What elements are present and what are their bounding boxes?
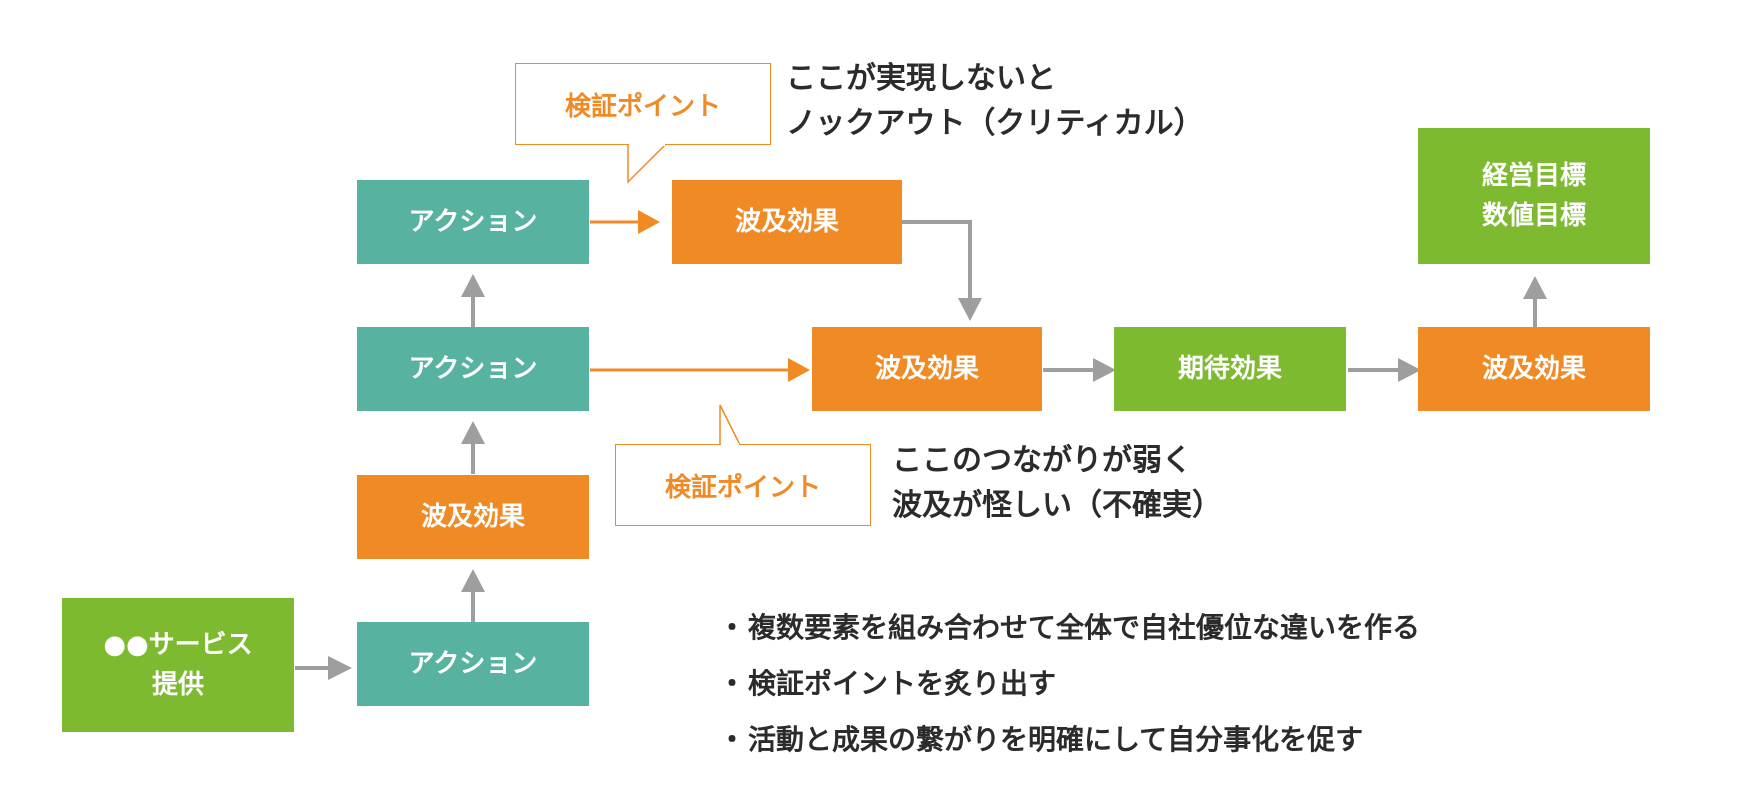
bullet-text: 複数要素を組み合わせて全体で自社優位な違いを作る [748, 611, 1421, 644]
bullet-text: 検証ポイントを炙り出す [748, 667, 1057, 700]
ripple-effect-box-left: 波及効果 [357, 475, 589, 559]
critical-note: ここが実現しないと ノックアウト（クリティカル） [786, 61, 1204, 141]
verification-point-callout-bottom: 検証ポイント [615, 444, 871, 526]
ripple-effect-box-right: 波及効果 [1418, 327, 1650, 411]
ripple-effect-box-center: 波及効果 [812, 327, 1042, 411]
bullet-item: ・活動と成果の繋がりを明確にして自分事化を促す [718, 712, 1420, 768]
gray-arrows [295, 220, 1547, 680]
bullet-marker: ・ [718, 667, 747, 700]
verification-point-callout-top: 検証ポイント [515, 63, 771, 145]
arrow-effect-top-to-effect-center [902, 220, 972, 300]
verification-point-label-bottom: 検証ポイント [664, 472, 821, 503]
bullet-marker: ・ [718, 723, 747, 756]
action-box-middle: アクション [357, 327, 589, 411]
bullet-text: 活動と成果の繋がりを明確にして自分事化を促す [748, 723, 1364, 756]
action-box-bottom: アクション [357, 622, 589, 706]
action-box-top: アクション [357, 180, 589, 264]
management-goal-box: 経営目標 数値目標 [1418, 128, 1650, 264]
bullet-item: ・複数要素を組み合わせて全体で自社優位な違いを作る [718, 600, 1420, 656]
summary-bullet-list: ・複数要素を組み合わせて全体で自社優位な違いを作る ・検証ポイントを炙り出す ・… [718, 600, 1420, 768]
callout-tails [627, 143, 742, 446]
bullet-marker: ・ [718, 611, 747, 644]
service-box: ●●サービス 提供 [62, 598, 294, 732]
orange-arrows [590, 210, 810, 382]
expected-effect-box: 期待効果 [1114, 327, 1346, 411]
ripple-effect-box-top: 波及効果 [672, 180, 902, 264]
bottom-callout-tail [719, 404, 742, 446]
top-callout-tail [627, 143, 668, 184]
verification-point-label-top: 検証ポイント [564, 91, 721, 122]
bullet-item: ・検証ポイントを炙り出す [718, 656, 1420, 712]
uncertain-note: ここのつながりが弱く 波及が怪しい（不確実） [892, 443, 1222, 523]
